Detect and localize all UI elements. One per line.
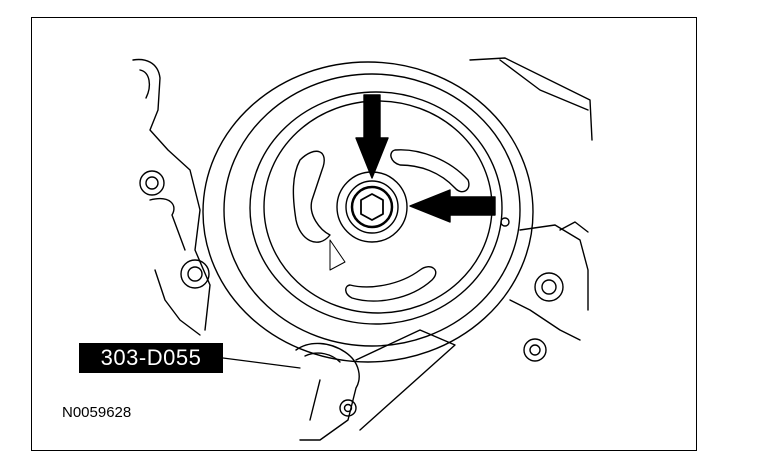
engine-bolts [139,170,564,417]
holding-tool [295,329,456,441]
figure-frame [31,17,697,451]
tool-callout-label: 303-D055 [79,343,223,373]
indicator-arrow-vertical [355,94,389,179]
figure-id: N0059628 [62,404,132,421]
callout-leader-line [222,357,301,369]
center-bolt [336,171,408,243]
indicator-arrow-horizontal [409,189,496,223]
engine-block-outline [132,57,593,341]
crankshaft-pulley [202,61,534,363]
